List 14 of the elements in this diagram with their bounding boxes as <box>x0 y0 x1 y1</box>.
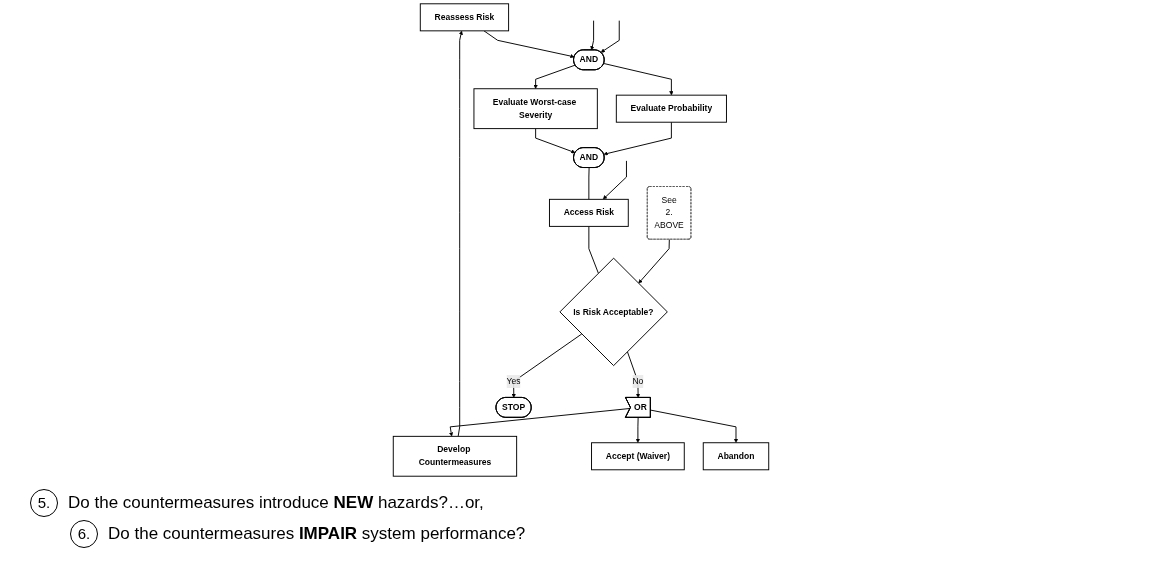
note-text: Do the countermeasures IMPAIR system performance? <box>108 524 526 544</box>
node-box: Develop Countermeasures <box>392 435 518 477</box>
node-box: Accept (Waiver) <box>591 442 685 471</box>
note-text: Do the countermeasures introduce NEW hazards?…or, <box>68 493 484 513</box>
node-box: Reassess Risk <box>419 3 510 32</box>
node-box: Abandon <box>702 442 770 471</box>
node-diamond: Is Risk Acceptable? <box>559 257 668 367</box>
node-box: Access Risk <box>548 198 629 227</box>
connector <box>588 167 590 200</box>
edge-label: No <box>632 376 644 387</box>
node-box: Evaluate Worst-case Severity <box>473 88 598 130</box>
edge-label: Yes <box>506 376 521 387</box>
node-box: Evaluate Probability <box>615 94 727 123</box>
connector <box>588 225 599 274</box>
